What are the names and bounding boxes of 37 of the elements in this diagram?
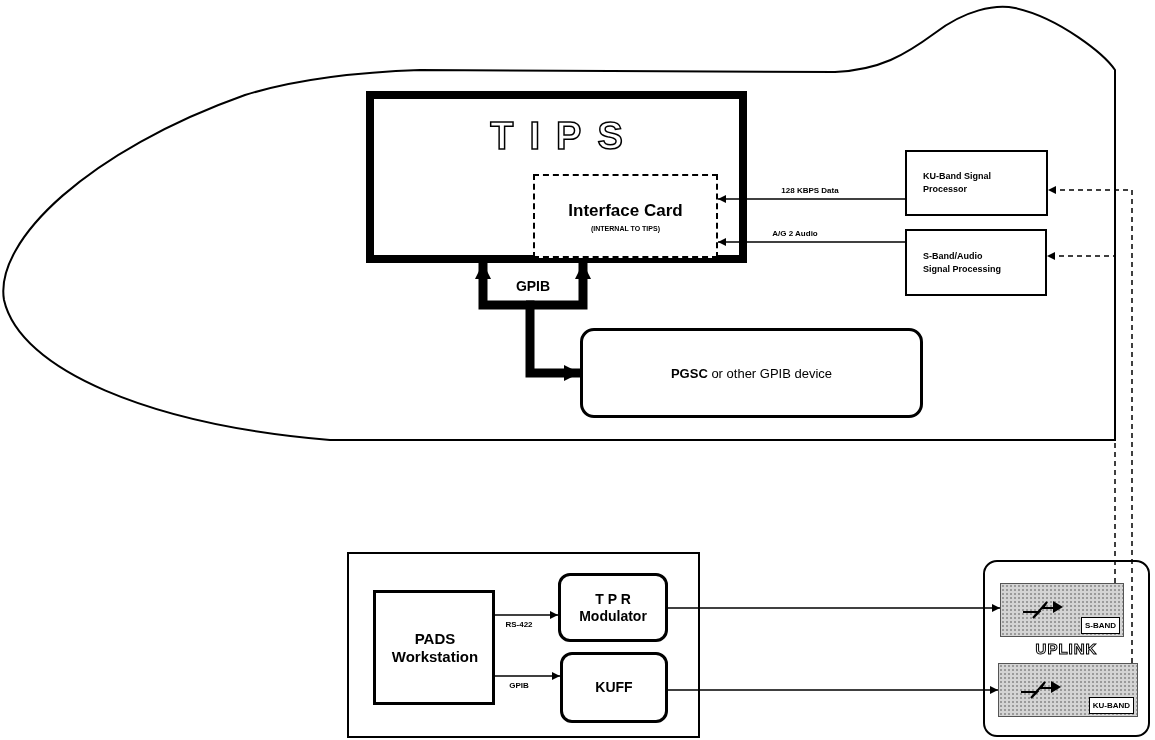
box-label: KU-Band Signal Processor: [923, 170, 992, 196]
uplink-box: [983, 560, 1150, 737]
box-label: PGSC or other GPIB device: [670, 365, 833, 381]
arrow: [667, 604, 1001, 612]
box-label: PADS Workstation: [390, 629, 480, 666]
arrow: [494, 672, 561, 680]
modulator-box: [560, 652, 668, 723]
band-panel: [998, 663, 1138, 717]
dashed-arrow: [1047, 186, 1133, 664]
arrow: [717, 238, 906, 246]
system-box: [366, 91, 747, 263]
bus-arrow: [475, 263, 580, 381]
bus-arrow: [526, 263, 591, 310]
box-label: KUFF: [594, 679, 634, 696]
workstation-box: [373, 590, 495, 705]
box-label: Interface Card: [568, 200, 683, 221]
bus-label: GPIB: [515, 278, 551, 294]
box-label: S-BAND: [1080, 617, 1120, 634]
processor-box: [905, 229, 1047, 296]
interface-card-box: [533, 174, 718, 258]
arrow: [717, 195, 906, 203]
box-label: TIPS: [489, 115, 639, 158]
edge-label: RS-422: [503, 620, 535, 630]
edge-label: A/G 2 Audio: [770, 229, 820, 239]
box-label: T P R Modulator: [578, 590, 648, 625]
box-label: S-Band/Audio Signal Processing: [923, 249, 1003, 276]
edge-label: 128 KBPS Data: [779, 186, 841, 196]
modulator-box: [558, 573, 668, 642]
arrow: [667, 686, 999, 694]
box-label: UPLINK: [1034, 640, 1099, 657]
processor-box: [905, 150, 1048, 216]
arrow: [494, 611, 559, 619]
device-box: [580, 328, 923, 418]
box-label: KU-BAND: [1088, 697, 1134, 714]
edge-label: GPIB: [507, 681, 531, 691]
band-panel: [1000, 583, 1124, 637]
dashed-arrow: [1046, 252, 1116, 584]
